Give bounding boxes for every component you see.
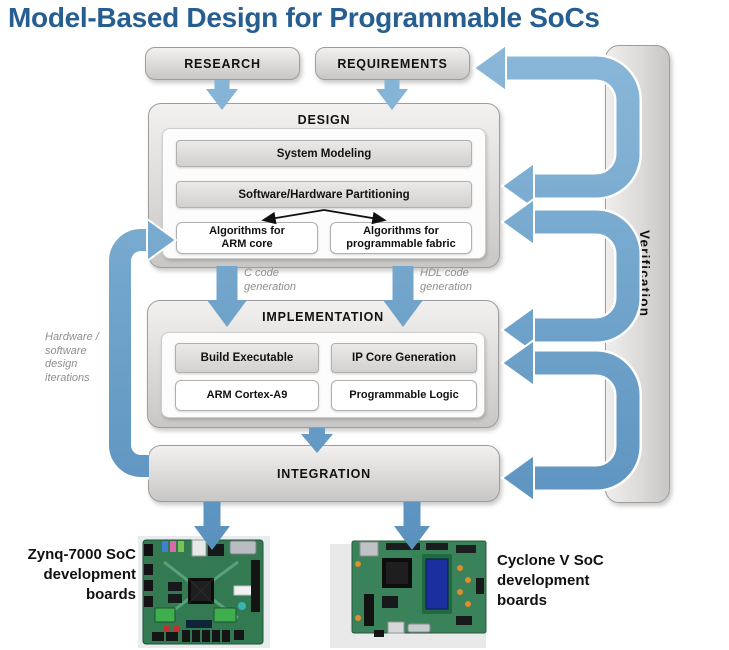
requirements-label: REQUIREMENTS xyxy=(337,56,448,71)
partitioning-label: Software/Hardware Partitioning xyxy=(238,188,410,201)
system-modeling-label: System Modeling xyxy=(276,147,372,160)
zynq-board-label: Zynq-7000 SoC development boards xyxy=(27,546,136,603)
algorithms-arm-box: Algorithms for ARM core xyxy=(176,222,318,254)
verification-label: Verification xyxy=(637,230,652,318)
arrowhead-into-integration xyxy=(500,453,535,503)
arrowhead-into-implementation-upper xyxy=(500,305,535,355)
arrowhead-into-requirements xyxy=(472,43,507,93)
algorithms-arm-label: Algorithms for ARM core xyxy=(209,225,285,250)
build-executable-label: Build Executable xyxy=(200,352,294,364)
arm-cortex-box: ARM Cortex-A9 xyxy=(175,380,319,411)
implementation-label: IMPLEMENTATION xyxy=(262,310,384,324)
cyclone-board-photo xyxy=(330,540,487,648)
arrowhead-into-design-upper xyxy=(500,161,535,211)
hdl-code-generation-note: HDL code generation xyxy=(420,267,472,293)
zynq-board-photo xyxy=(138,536,270,648)
programmable-logic-box: Programmable Logic xyxy=(331,380,477,411)
arrowhead-into-implementation-lower xyxy=(500,338,535,388)
system-modeling-box: System Modeling xyxy=(176,140,472,167)
algorithms-fabric-label: Algorithms for programmable fabric xyxy=(346,225,456,250)
design-iterations-note: Hardware / software design iterations xyxy=(45,331,99,384)
c-code-generation-note: C code generation xyxy=(244,267,296,293)
requirements-box: REQUIREMENTS xyxy=(315,47,470,80)
research-box: RESEARCH xyxy=(145,47,300,80)
programmable-logic-label: Programmable Logic xyxy=(349,389,459,401)
integration-box: INTEGRATION xyxy=(148,445,500,502)
ip-core-generation-label: IP Core Generation xyxy=(352,352,456,364)
page-title: Model-Based Design for Programmable SoCs xyxy=(8,2,600,33)
build-executable-box: Build Executable xyxy=(175,343,319,373)
research-label: RESEARCH xyxy=(184,56,261,71)
ip-core-generation-box: IP Core Generation xyxy=(331,343,477,373)
arm-cortex-label: ARM Cortex-A9 xyxy=(206,389,288,401)
cyclone-board-label: Cyclone V SoC development boards xyxy=(497,552,604,609)
arrowhead-into-design-lower xyxy=(500,197,535,247)
verification-bar: Verification xyxy=(605,45,670,503)
partitioning-box: Software/Hardware Partitioning xyxy=(176,181,472,208)
algorithms-fabric-box: Algorithms for programmable fabric xyxy=(330,222,472,254)
integration-label: INTEGRATION xyxy=(277,466,371,481)
design-label: DESIGN xyxy=(297,113,351,127)
